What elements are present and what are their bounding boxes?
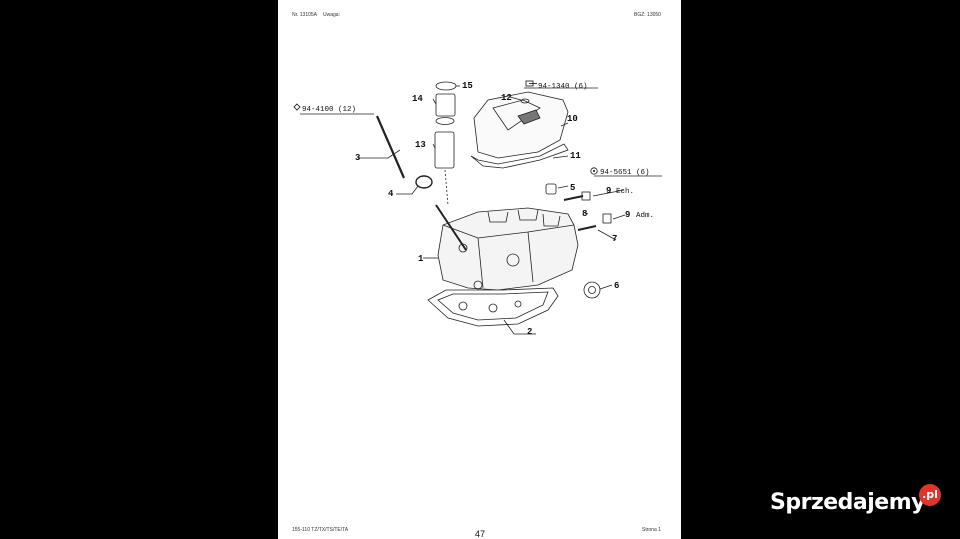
part-6-label: 6 — [614, 281, 619, 291]
page-number: 47 — [475, 529, 486, 539]
part-9-exhaust-label: 9 — [606, 186, 611, 196]
doc-number: Nr. 13105A — [292, 12, 318, 18]
part-3-label: 3 — [355, 153, 360, 163]
exhaust-abbrev: Ech. — [616, 188, 634, 196]
page-label: Strona 1 — [642, 527, 661, 533]
intake-abbrev: Adm. — [636, 212, 654, 220]
note-label: Uwaga: — [323, 12, 340, 18]
models-footer: 155-110 TZ/TX/TS/TE/TA — [292, 527, 349, 533]
ref-94-5651: 94-5651 (6) — [600, 169, 650, 177]
bgz-code: BGZ: 13050 — [634, 12, 661, 18]
part-14-label: 14 — [412, 94, 423, 104]
part-7-label: 7 — [612, 234, 617, 244]
document-page: Nr. 13105A Uwaga: BGZ: 13050 — [278, 0, 681, 539]
watermark-badge: .pl — [919, 484, 941, 506]
part-8-label: 8 — [582, 209, 587, 219]
ref-94-4100: 94-4100 (12) — [302, 106, 356, 114]
part-4-label: 4 — [388, 189, 394, 199]
part-13-label: 13 — [415, 140, 426, 150]
part-10-label: 10 — [567, 114, 578, 124]
part-15-label: 15 — [462, 81, 473, 91]
part-9-intake-label: 9 — [625, 210, 630, 220]
part-11-label: 11 — [570, 151, 581, 161]
part-1-label: 1 — [418, 254, 424, 264]
part-12-label: 12 — [501, 93, 512, 103]
diamond-icon — [293, 103, 301, 111]
circled-dot-icon — [590, 167, 598, 175]
part-2-label: 2 — [527, 327, 532, 337]
cylinder-head-shape — [437, 207, 579, 291]
watermark-brand: Sprzedajemy — [770, 490, 926, 515]
cylinder-head-exploded-diagram: 1 2 3 4 5 6 7 8 9 9 10 11 12 13 14 15 94… — [293, 80, 662, 337]
part-5-label: 5 — [570, 183, 575, 193]
bolt-symbol-icon — [525, 80, 537, 87]
ref-94-1340: 94-1340 (6) — [538, 83, 588, 91]
